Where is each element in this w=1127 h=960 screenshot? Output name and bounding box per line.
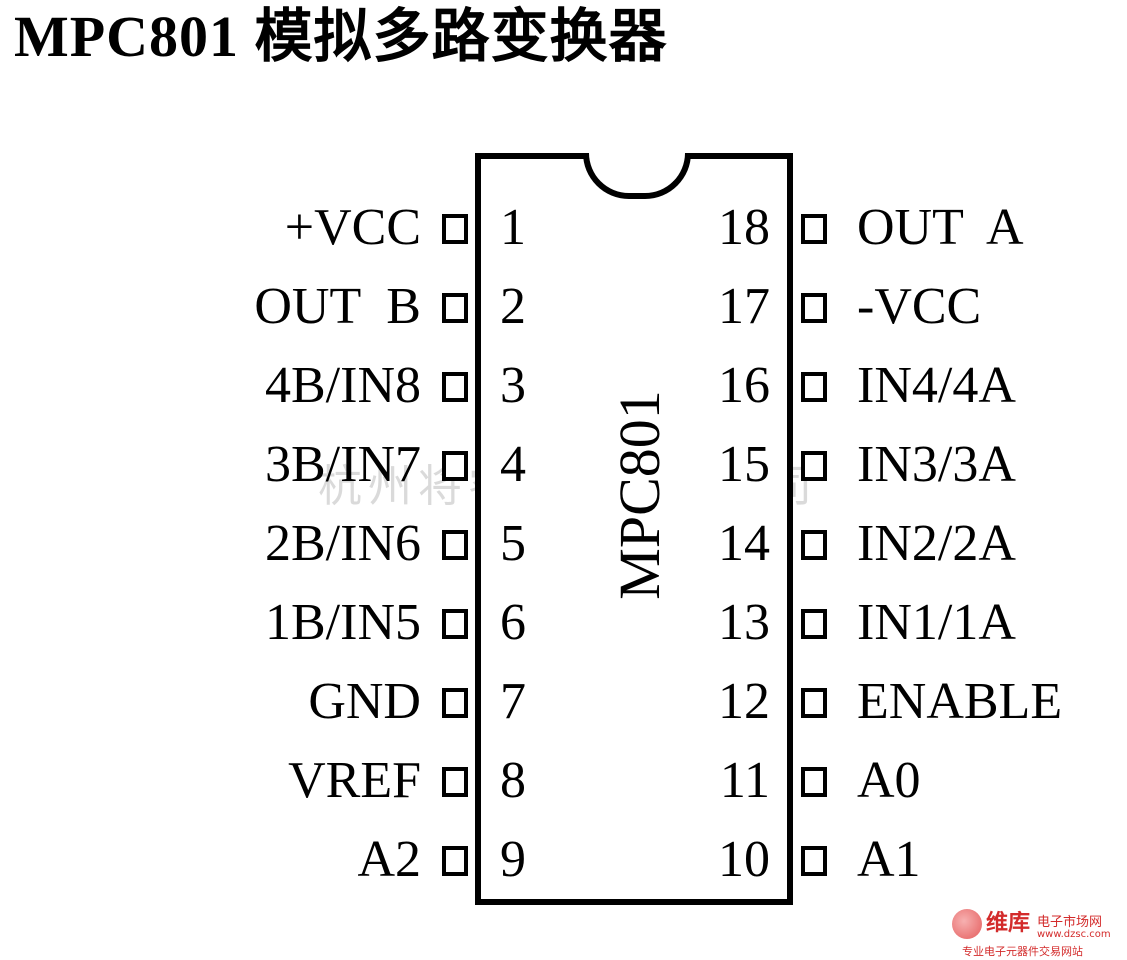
pin-number-15: 15: [718, 436, 770, 493]
logo-url: www.dzsc.com: [1037, 929, 1111, 940]
pin-pad-12: [801, 688, 827, 718]
pin-number-1: 1: [500, 199, 526, 256]
pin-number-2: 2: [500, 278, 526, 335]
pin-row-15: IN3/3A 15: [0, 435, 1127, 495]
pin-number-3: 3: [500, 357, 526, 414]
pin-pad-1: [442, 214, 468, 244]
diagram-title: MPC801 模拟多路变换器: [14, 4, 668, 69]
pin-name-8: VREF: [288, 752, 421, 809]
pin-pad-8: [442, 767, 468, 797]
pin-name-7: GND: [308, 673, 421, 730]
pin-number-5: 5: [500, 515, 526, 572]
pin-row-10: A1 10: [0, 830, 1127, 890]
pin-pad-10: [801, 846, 827, 876]
pin-row-18: OUT A 18: [0, 198, 1127, 258]
pin-name-2: OUT B: [254, 278, 421, 335]
pin-pad-18: [801, 214, 827, 244]
pin-name-17: -VCC: [857, 278, 982, 335]
logo-subtitle: 电子市场网: [1037, 915, 1103, 930]
pin-number-4: 4: [500, 436, 526, 493]
pin-number-6: 6: [500, 594, 526, 651]
pin-row-12: ENABLE 12: [0, 672, 1127, 732]
pin-number-8: 8: [500, 752, 526, 809]
pin-name-3: 4B/IN8: [265, 357, 421, 414]
pin-pad-6: [442, 609, 468, 639]
pin-row-8: VREF 8: [0, 751, 1127, 811]
pin-number-11: 11: [719, 752, 770, 809]
pin-name-16: IN4/4A: [857, 357, 1016, 414]
pin-name-1: +VCC: [284, 199, 421, 256]
pin-number-7: 7: [500, 673, 526, 730]
pin-number-16: 16: [718, 357, 770, 414]
pin-row-9: A2 9: [0, 830, 1127, 890]
pin-row-3: 4B/IN8 3: [0, 356, 1127, 416]
pin-row-2: OUT B 2: [0, 277, 1127, 337]
pin-name-10: A1: [857, 831, 921, 888]
pin-name-12: ENABLE: [857, 673, 1063, 730]
pin-row-11: A0 11: [0, 751, 1127, 811]
pin-row-5: 2B/IN6 5: [0, 514, 1127, 574]
pin-row-17: -VCC 17: [0, 277, 1127, 337]
pin-number-9: 9: [500, 831, 526, 888]
pin-pad-2: [442, 293, 468, 323]
pin-name-14: IN2/2A: [857, 515, 1016, 572]
pin-name-9: A2: [357, 831, 421, 888]
pin-name-5: 2B/IN6: [265, 515, 421, 572]
pin-pad-5: [442, 530, 468, 560]
pin-row-7: GND 7: [0, 672, 1127, 732]
pin-number-18: 18: [718, 199, 770, 256]
pin-pad-11: [801, 767, 827, 797]
pin-number-13: 13: [718, 594, 770, 651]
pin-pad-4: [442, 451, 468, 481]
pin-pad-14: [801, 530, 827, 560]
pin-number-12: 12: [718, 673, 770, 730]
pin-pad-9: [442, 846, 468, 876]
pin-name-11: A0: [857, 752, 921, 809]
pin-name-13: IN1/1A: [857, 594, 1016, 651]
pin-number-17: 17: [718, 278, 770, 335]
pin-row-13: IN1/1A 13: [0, 593, 1127, 653]
logo-tagline: 专业电子元器件交易网站: [962, 945, 1083, 958]
pin-name-15: IN3/3A: [857, 436, 1016, 493]
pin-pad-7: [442, 688, 468, 718]
pin-row-16: IN4/4A 16: [0, 356, 1127, 416]
pin-pad-13: [801, 609, 827, 639]
logo-icon: [952, 909, 982, 939]
pin-name-6: 1B/IN5: [265, 594, 421, 651]
pin-pad-17: [801, 293, 827, 323]
pin-pad-16: [801, 372, 827, 402]
logo-text: 维库: [986, 911, 1031, 936]
pin-row-4: 3B/IN7 4: [0, 435, 1127, 495]
pin-pad-3: [442, 372, 468, 402]
pin-number-14: 14: [718, 515, 770, 572]
site-logo: 维库 电子市场网 www.dzsc.com 专业电子元器件交易网站: [952, 905, 1122, 958]
pin-pad-15: [801, 451, 827, 481]
pin-row-14: IN2/2A 14: [0, 514, 1127, 574]
pin-row-6: 1B/IN5 6: [0, 593, 1127, 653]
pin-number-10: 10: [718, 831, 770, 888]
pin-name-18: OUT A: [857, 199, 1024, 256]
pin-name-4: 3B/IN7: [265, 436, 421, 493]
chip-body: [475, 153, 793, 905]
pin-row-1: +VCC 1: [0, 198, 1127, 258]
